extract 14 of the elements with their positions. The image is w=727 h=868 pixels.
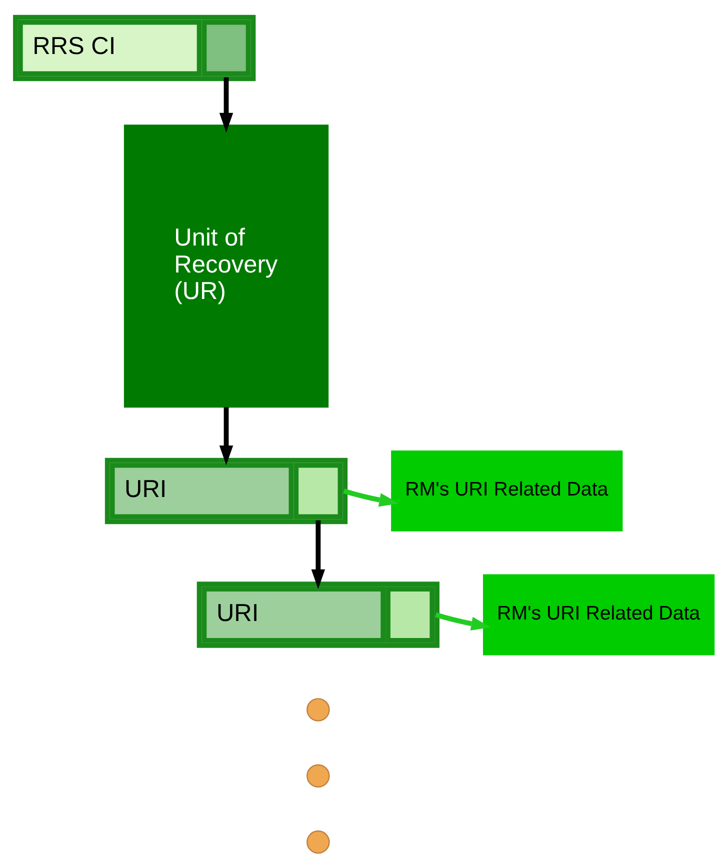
arrow	[219, 77, 234, 133]
node-box: RM's URI Related Data	[391, 450, 623, 532]
node-circle	[306, 830, 330, 854]
node-box: Unit of Recovery (UR)	[124, 124, 329, 408]
node-circle	[306, 698, 330, 722]
node-box: RM's URI Related Data	[482, 574, 715, 656]
arrow	[343, 488, 399, 507]
arrow	[311, 520, 326, 590]
node-box: URI	[104, 458, 348, 524]
arrow	[219, 407, 234, 466]
node-box: URI	[196, 582, 440, 648]
node-circle	[306, 764, 330, 788]
node-box: RRS CI	[13, 14, 256, 82]
arrow	[435, 612, 491, 630]
